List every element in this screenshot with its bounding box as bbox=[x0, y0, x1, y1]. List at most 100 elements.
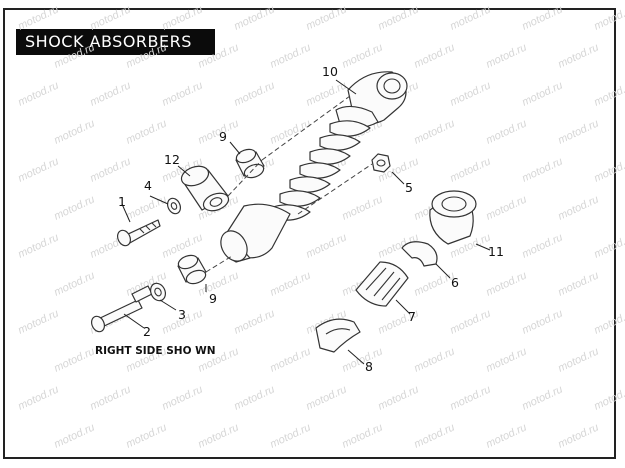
assembly-lines bbox=[205, 95, 373, 273]
watermark-text: motod.ru bbox=[232, 307, 276, 336]
watermark-text: motod.ru bbox=[376, 3, 420, 32]
watermark-text: motod.ru bbox=[520, 231, 564, 260]
watermark-text: motod.ru bbox=[16, 155, 60, 184]
watermark-text: motod.ru bbox=[16, 231, 60, 260]
watermark-text: motod.ru bbox=[592, 155, 625, 184]
callout-10: 10 bbox=[322, 64, 338, 79]
watermark-text: motod.ru bbox=[484, 345, 528, 374]
callout-11: 11 bbox=[488, 244, 504, 259]
watermark-text: motod.ru bbox=[88, 3, 132, 32]
washer-part-3[interactable] bbox=[148, 281, 168, 303]
watermark-text: motod.ru bbox=[160, 3, 204, 32]
watermark-text: motod.ru bbox=[232, 3, 276, 32]
callout-7: 7 bbox=[408, 309, 416, 324]
watermark-text: motod.ru bbox=[52, 193, 96, 222]
watermark-text: motod.ru bbox=[448, 307, 492, 336]
watermark-text: motod.ru bbox=[556, 41, 600, 70]
callout-labels: 1 2 3 4 5 6 7 8 9 9 10 11 12 RIGHT SIDE … bbox=[95, 64, 504, 374]
callout-3: 3 bbox=[178, 307, 186, 322]
watermark-text: motod.ru bbox=[592, 383, 625, 412]
watermark-text: motod.ru bbox=[340, 421, 384, 450]
spacer-part-9-upper[interactable] bbox=[235, 147, 266, 180]
watermark-text: motod.ru bbox=[592, 3, 625, 32]
watermark-text: motod.ru bbox=[592, 307, 625, 336]
diagram-frame bbox=[3, 8, 616, 459]
watermark-text: motod.ru bbox=[484, 421, 528, 450]
watermark-text: motod.ru bbox=[556, 345, 600, 374]
trim-part-8[interactable] bbox=[315, 318, 361, 353]
watermark-text: motod.ru bbox=[376, 383, 420, 412]
watermark-text: motod.ru bbox=[124, 117, 168, 146]
watermark-text: motod.ru bbox=[16, 79, 60, 108]
watermark-text: motod.ru bbox=[304, 231, 348, 260]
callout-9-lower: 9 bbox=[209, 291, 217, 306]
watermark-text: motod.ru bbox=[232, 383, 276, 412]
callout-1: 1 bbox=[118, 194, 126, 209]
watermark-text: motod.ru bbox=[448, 383, 492, 412]
watermark-text: motod.ru bbox=[412, 269, 456, 298]
watermark-text: motod.ru bbox=[412, 421, 456, 450]
watermark-text: motod.ru bbox=[88, 383, 132, 412]
bushing-part-11[interactable] bbox=[429, 190, 477, 245]
watermark-text: motod.ru bbox=[16, 383, 60, 412]
watermark-text: motod.ru bbox=[16, 3, 60, 32]
watermark-text: motod.ru bbox=[592, 231, 625, 260]
nut-part-5[interactable] bbox=[371, 153, 391, 173]
clip-part-6[interactable] bbox=[401, 241, 438, 267]
watermark-text: motod.ru bbox=[340, 193, 384, 222]
watermark-text: motod.ru bbox=[160, 231, 204, 260]
bolt-part-2[interactable] bbox=[89, 285, 153, 334]
washer-part-4[interactable] bbox=[165, 196, 183, 216]
watermark-text: motod.ru bbox=[52, 345, 96, 374]
watermark-text: motod.ru bbox=[196, 41, 240, 70]
callout-9-upper: 9 bbox=[219, 129, 227, 144]
watermark-text: motod.ru bbox=[268, 41, 312, 70]
watermark-text: motod.ru bbox=[268, 345, 312, 374]
watermark-text: motod.ru bbox=[52, 117, 96, 146]
watermark-text: motod.ru bbox=[448, 155, 492, 184]
watermark-layer: motod.ru motod.ru motod.ru motod.ru motod.ru… bbox=[16, 3, 625, 450]
watermark-text: motod.ru bbox=[340, 41, 384, 70]
watermark-text: motod.ru bbox=[124, 41, 168, 70]
callout-8: 8 bbox=[365, 359, 373, 374]
callout-12: 12 bbox=[164, 152, 180, 167]
watermark-text: motod.ru bbox=[124, 421, 168, 450]
shock-absorber-part-10[interactable] bbox=[216, 71, 408, 266]
callout-6: 6 bbox=[451, 275, 459, 290]
watermark-text: motod.ru bbox=[412, 117, 456, 146]
bolt-part-1[interactable] bbox=[115, 219, 161, 248]
cover-part-7[interactable] bbox=[355, 261, 409, 307]
watermark-text: motod.ru bbox=[268, 269, 312, 298]
watermark-text: motod.ru bbox=[268, 421, 312, 450]
watermark-text: motod.ru bbox=[484, 41, 528, 70]
watermark-text: motod.ru bbox=[520, 383, 564, 412]
watermark-text: motod.ru bbox=[556, 269, 600, 298]
watermark-text: motod.ru bbox=[448, 79, 492, 108]
watermark-text: motod.ru bbox=[88, 79, 132, 108]
watermark-text: motod.ru bbox=[520, 155, 564, 184]
watermark-text: motod.ru bbox=[268, 117, 312, 146]
watermark-text: motod.ru bbox=[412, 345, 456, 374]
sleeve-part-12[interactable] bbox=[179, 163, 231, 214]
watermark-text: motod.ru bbox=[232, 79, 276, 108]
right-side-shown-note: RIGHT SIDE SHO WN bbox=[95, 345, 216, 357]
watermark-text: motod.ru bbox=[160, 383, 204, 412]
watermark-text: motod.ru bbox=[160, 79, 204, 108]
watermark-text: motod.ru bbox=[304, 383, 348, 412]
watermark-text: motod.ru bbox=[16, 307, 60, 336]
watermark-text: motod.ru bbox=[520, 307, 564, 336]
watermark-text: motod.ru bbox=[52, 41, 96, 70]
watermark-text: motod.ru bbox=[448, 3, 492, 32]
watermark-text: motod.ru bbox=[484, 269, 528, 298]
watermark-text: motod.ru bbox=[52, 421, 96, 450]
watermark-text: motod.ru bbox=[88, 155, 132, 184]
watermark-text: motod.ru bbox=[556, 193, 600, 222]
watermark-text: motod.ru bbox=[484, 193, 528, 222]
watermark-text: motod.ru bbox=[484, 117, 528, 146]
callout-5: 5 bbox=[405, 180, 413, 195]
watermark-text: motod.ru bbox=[304, 3, 348, 32]
watermark-text: motod.ru bbox=[412, 41, 456, 70]
spacer-part-9-lower[interactable] bbox=[177, 253, 208, 286]
